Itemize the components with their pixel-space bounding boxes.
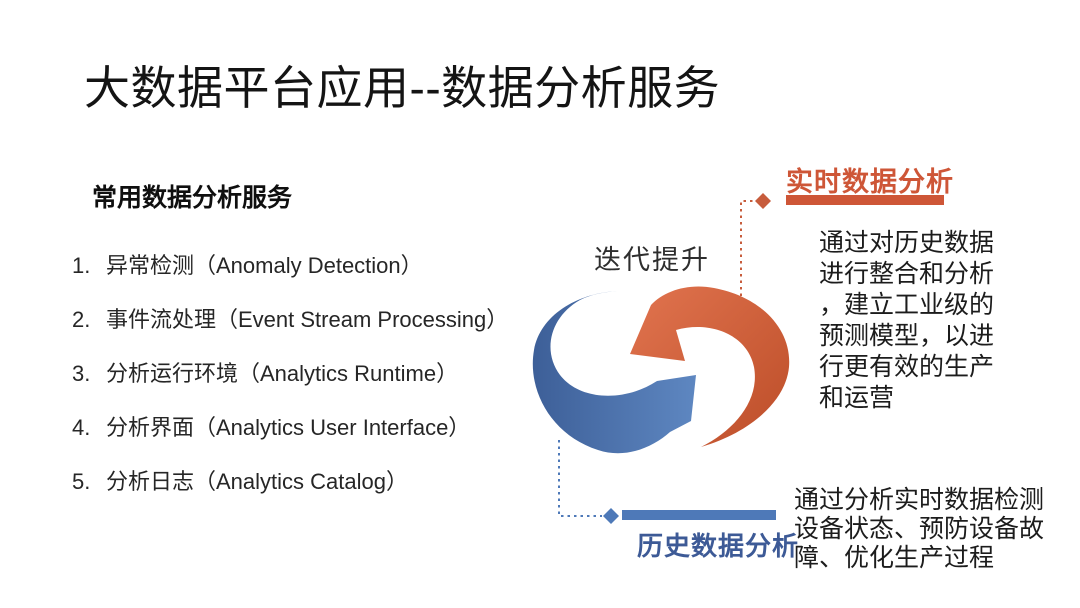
list-item-number: 5. bbox=[72, 469, 91, 494]
realtime-connector-line bbox=[740, 200, 755, 296]
realtime-connector-diamond-icon bbox=[755, 193, 771, 209]
list-item: 2. 事件流处理（Event Stream Processing） bbox=[72, 302, 508, 332]
list-item-label: 分析界面（Analytics User Interface） bbox=[106, 415, 471, 440]
list-item-label: 分析运行环境（Analytics Runtime） bbox=[106, 361, 459, 386]
history-connector-line bbox=[558, 440, 602, 517]
history-section-title: 历史数据分析 bbox=[637, 531, 800, 561]
list-item: 3. 分析运行环境（Analytics Runtime） bbox=[72, 356, 508, 386]
cycle-caption: 迭代提升 bbox=[594, 245, 710, 275]
list-item-number: 1. bbox=[72, 253, 91, 278]
history-accent-bar bbox=[622, 510, 776, 520]
orange-cycle-arrow-icon bbox=[630, 286, 790, 447]
list-item-label: 事件流处理（Event Stream Processing） bbox=[106, 307, 509, 332]
history-connector-diamond-icon bbox=[603, 508, 619, 524]
realtime-section-body: 通过对历史数据 进行整合和分析 ，建立工业级的 预测模型，以进 行更有效的生产 … bbox=[819, 229, 995, 412]
realtime-section-title: 实时数据分析 bbox=[786, 167, 954, 197]
service-list: 1. 异常检测（Anomaly Detection） 2. 事件流处理（Even… bbox=[72, 248, 508, 518]
list-item-number: 4. bbox=[72, 415, 91, 440]
list-item-label: 分析日志（Analytics Catalog） bbox=[106, 469, 408, 494]
list-item-number: 3. bbox=[72, 361, 91, 386]
service-list-heading: 常用数据分析服务 bbox=[92, 184, 293, 212]
list-item-number: 2. bbox=[72, 307, 91, 332]
blue-cycle-arrow-icon bbox=[532, 291, 696, 454]
list-item-label: 异常检测（Anomaly Detection） bbox=[106, 253, 423, 278]
list-item: 5. 分析日志（Analytics Catalog） bbox=[72, 464, 508, 494]
list-item: 4. 分析界面（Analytics User Interface） bbox=[72, 410, 508, 440]
realtime-accent-bar bbox=[786, 195, 944, 205]
list-item: 1. 异常检测（Anomaly Detection） bbox=[72, 248, 508, 278]
page-title: 大数据平台应用--数据分析服务 bbox=[84, 62, 721, 114]
history-section-body: 通过分析实时数据检测 设备状态、预防设备故 障、优化生产过程 bbox=[794, 486, 1045, 572]
